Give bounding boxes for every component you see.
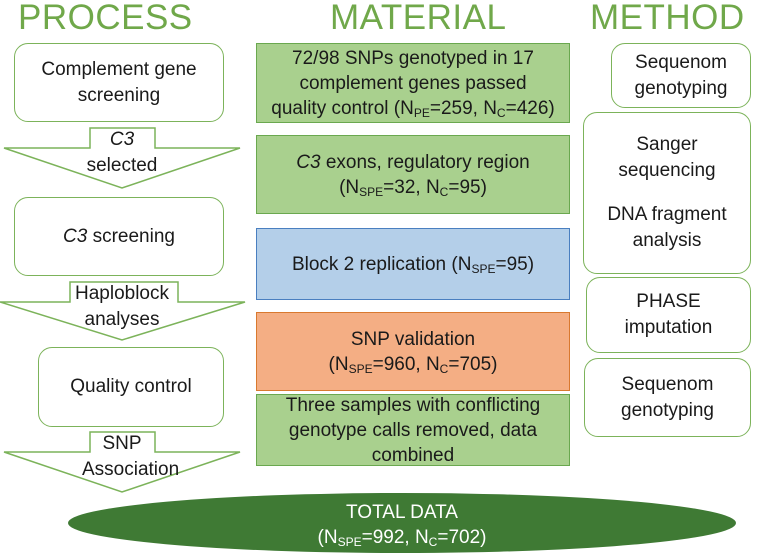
- material-box1-line2: complement genes passed: [299, 72, 527, 94]
- c3-screening-label: C3 screening: [63, 224, 175, 250]
- c3-screening-text: screening: [87, 225, 175, 247]
- arrow-haploblock: [0, 281, 246, 341]
- haploblock-label: Haploblock analyses: [75, 283, 169, 330]
- material-box-block2-replication: Block 2 replication (NSPE=95): [256, 228, 570, 300]
- material-heading: MATERIAL: [330, 0, 507, 37]
- material-box-snp-validation: SNP validation (NSPE=960, NC=705): [256, 312, 570, 391]
- method-phase-label: PHASE imputation: [624, 291, 713, 338]
- method-sanger-label: Sanger sequencing: [618, 133, 716, 181]
- method-box-sequenom-1: Sequenom genotyping: [611, 43, 751, 108]
- material-box5-line3: combined: [371, 444, 455, 466]
- total-data-ellipse: [68, 493, 736, 553]
- complement-gene-screening-label: Complement gene screening: [41, 58, 197, 106]
- method-box-sanger-dna: Sanger sequencing DNA fragment analysis: [583, 112, 751, 274]
- c3-selected-label: C3 selected: [82, 127, 162, 179]
- total-data-counts: (NSPE=992, NC=702): [317, 527, 487, 549]
- material-box1-line3: quality control (NPE=259, NC=426): [271, 97, 555, 120]
- method-dna-fragment-label: DNA fragment analysis: [607, 204, 727, 252]
- method-sequenom-2-label: Sequenom genotyping: [621, 373, 714, 421]
- material-box-conflicting-samples: Three samples with conflicting genotype …: [256, 394, 570, 466]
- material-box-snps-genotyped: 72/98 SNPs genotyped in 17 complement ge…: [256, 43, 570, 123]
- material-box5-line1: Three samples with conflicting: [285, 394, 541, 416]
- material-box1-line1: 72/98 SNPs genotyped in 17: [292, 47, 534, 69]
- quality-control-label: Quality control: [70, 376, 192, 397]
- method-box-sequenom-2: Sequenom genotyping: [584, 358, 751, 437]
- total-data-title: TOTAL DATA: [346, 502, 458, 523]
- snp-association-label: SNP Association: [82, 433, 180, 480]
- quality-control-box: Quality control: [38, 347, 224, 427]
- arrow-snp-association: [3, 431, 241, 493]
- arrow-c3-selected: [3, 127, 241, 189]
- material-box4-line1: SNP validation: [350, 328, 476, 350]
- method-box-phase: PHASE imputation: [586, 277, 751, 353]
- material-box3-text: Block 2 replication (NSPE=95): [291, 253, 535, 276]
- process-heading: PROCESS: [18, 0, 193, 37]
- c3-screening-box: C3 screening: [14, 197, 224, 276]
- material-box2-line1: C3 exons, regulatory region: [296, 151, 530, 173]
- material-box5-line2: genotype calls removed, data: [288, 419, 538, 441]
- material-box2-line2: (NSPE=32, NC=95): [339, 176, 487, 199]
- complement-gene-screening-box: Complement gene screening: [14, 43, 224, 122]
- method-sequenom-1-label: Sequenom genotyping: [634, 51, 728, 99]
- material-box-c3-exons: C3 exons, regulatory region (NSPE=32, NC…: [256, 135, 570, 214]
- method-heading: METHOD: [590, 0, 745, 37]
- material-box4-line2: (NSPE=960, NC=705): [328, 353, 498, 376]
- c3-selected-text: selected: [86, 155, 158, 176]
- c3-selected-gene: C3: [109, 129, 135, 150]
- total-data-label: TOTAL DATA (NSPE=992, NC=702): [252, 500, 552, 550]
- c3-screening-gene: C3: [63, 225, 88, 247]
